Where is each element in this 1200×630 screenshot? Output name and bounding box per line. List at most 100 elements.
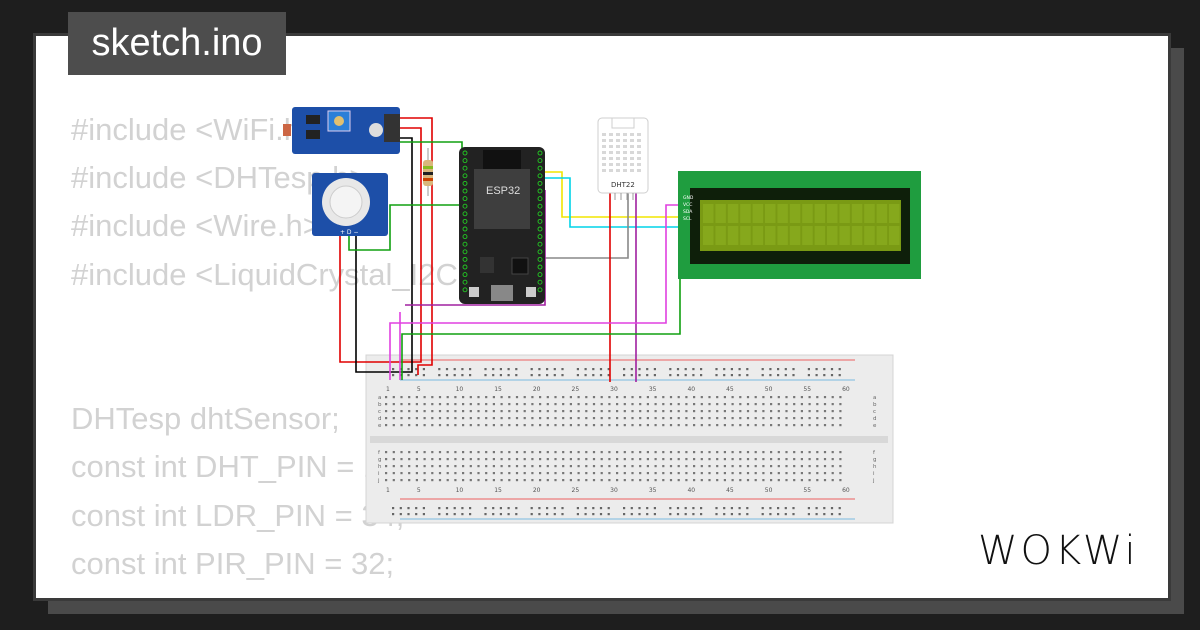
esp32-board[interactable]: ESP32 <box>459 147 545 304</box>
hole <box>731 479 734 482</box>
hole <box>469 403 472 406</box>
dht22-sensor[interactable]: DHT22 <box>597 117 649 200</box>
hole <box>793 396 796 399</box>
column-label: 40 <box>687 487 695 494</box>
hole <box>662 472 665 475</box>
hole <box>808 458 811 461</box>
hole <box>731 465 734 468</box>
hole <box>538 513 541 516</box>
lcd-cell <box>703 226 714 245</box>
hole <box>830 368 834 371</box>
hole <box>508 451 511 454</box>
hole <box>762 410 765 413</box>
hole <box>530 374 533 377</box>
hole <box>762 451 765 454</box>
hole <box>746 424 750 427</box>
hole <box>623 424 626 427</box>
hole <box>723 410 726 413</box>
hole <box>492 403 495 406</box>
hole <box>616 417 619 420</box>
row-label: c <box>378 409 381 415</box>
hole <box>392 396 395 399</box>
hole <box>454 451 457 454</box>
hole <box>469 472 472 475</box>
lcd-cell <box>802 204 813 223</box>
hole <box>399 374 402 377</box>
hole <box>438 424 442 427</box>
hole <box>677 472 680 475</box>
lcd-character-cells <box>703 204 900 245</box>
hole <box>639 424 642 427</box>
hole <box>754 403 757 406</box>
hole <box>508 458 511 461</box>
hole <box>392 479 395 482</box>
hole <box>716 403 719 406</box>
hole <box>839 465 842 468</box>
hole <box>700 417 703 420</box>
hole <box>592 479 596 482</box>
hole <box>438 410 442 413</box>
lcd-display[interactable]: GND VCC SDA SCL <box>678 171 921 279</box>
breadboard-holes <box>385 368 842 516</box>
hole <box>646 403 649 406</box>
file-tab[interactable]: sketch.ino <box>68 12 286 75</box>
hole <box>654 424 657 427</box>
resistor <box>423 148 433 196</box>
hole <box>716 472 719 475</box>
hole <box>539 403 542 406</box>
hole <box>523 451 526 454</box>
hole <box>654 465 657 468</box>
hole <box>462 458 465 461</box>
hole <box>723 465 726 468</box>
column-label: 35 <box>649 487 657 494</box>
hole <box>569 465 572 468</box>
hole <box>392 374 395 377</box>
hole <box>808 417 811 420</box>
hole <box>553 513 556 516</box>
hole <box>538 374 541 377</box>
hole <box>484 513 487 516</box>
hole <box>508 424 511 427</box>
row-label: h <box>873 464 877 470</box>
hole <box>754 465 757 468</box>
hole <box>639 417 642 420</box>
ldr-module[interactable] <box>283 107 400 154</box>
hole <box>831 417 834 420</box>
lcd-cell <box>864 204 875 223</box>
hole <box>770 472 773 475</box>
hole <box>415 507 418 510</box>
code-line: #include <Wire.h> <box>71 208 321 244</box>
column-label: 25 <box>572 386 580 393</box>
hole <box>639 451 642 454</box>
hole <box>708 403 711 406</box>
hole <box>477 417 480 420</box>
hole <box>785 424 788 427</box>
pin <box>462 165 468 171</box>
hole <box>385 451 388 454</box>
hole <box>385 410 388 413</box>
hole <box>823 374 826 377</box>
hole <box>523 417 526 420</box>
pin <box>462 203 468 209</box>
hole <box>646 368 649 371</box>
hole <box>800 417 803 420</box>
hole <box>423 424 426 427</box>
hole <box>677 458 680 461</box>
column-label: 55 <box>803 487 811 494</box>
pir-sensor[interactable]: + D − <box>312 173 388 236</box>
hole <box>408 472 411 475</box>
hole <box>769 513 772 516</box>
hole <box>816 424 819 427</box>
hole <box>669 451 673 454</box>
hole <box>485 417 488 420</box>
hole <box>746 410 750 413</box>
hole <box>823 424 827 427</box>
hole <box>515 368 518 371</box>
vent <box>630 157 634 160</box>
hole <box>739 424 742 427</box>
vent <box>609 145 613 148</box>
hole <box>554 417 557 420</box>
column-label: 40 <box>687 386 695 393</box>
hole <box>777 479 780 482</box>
